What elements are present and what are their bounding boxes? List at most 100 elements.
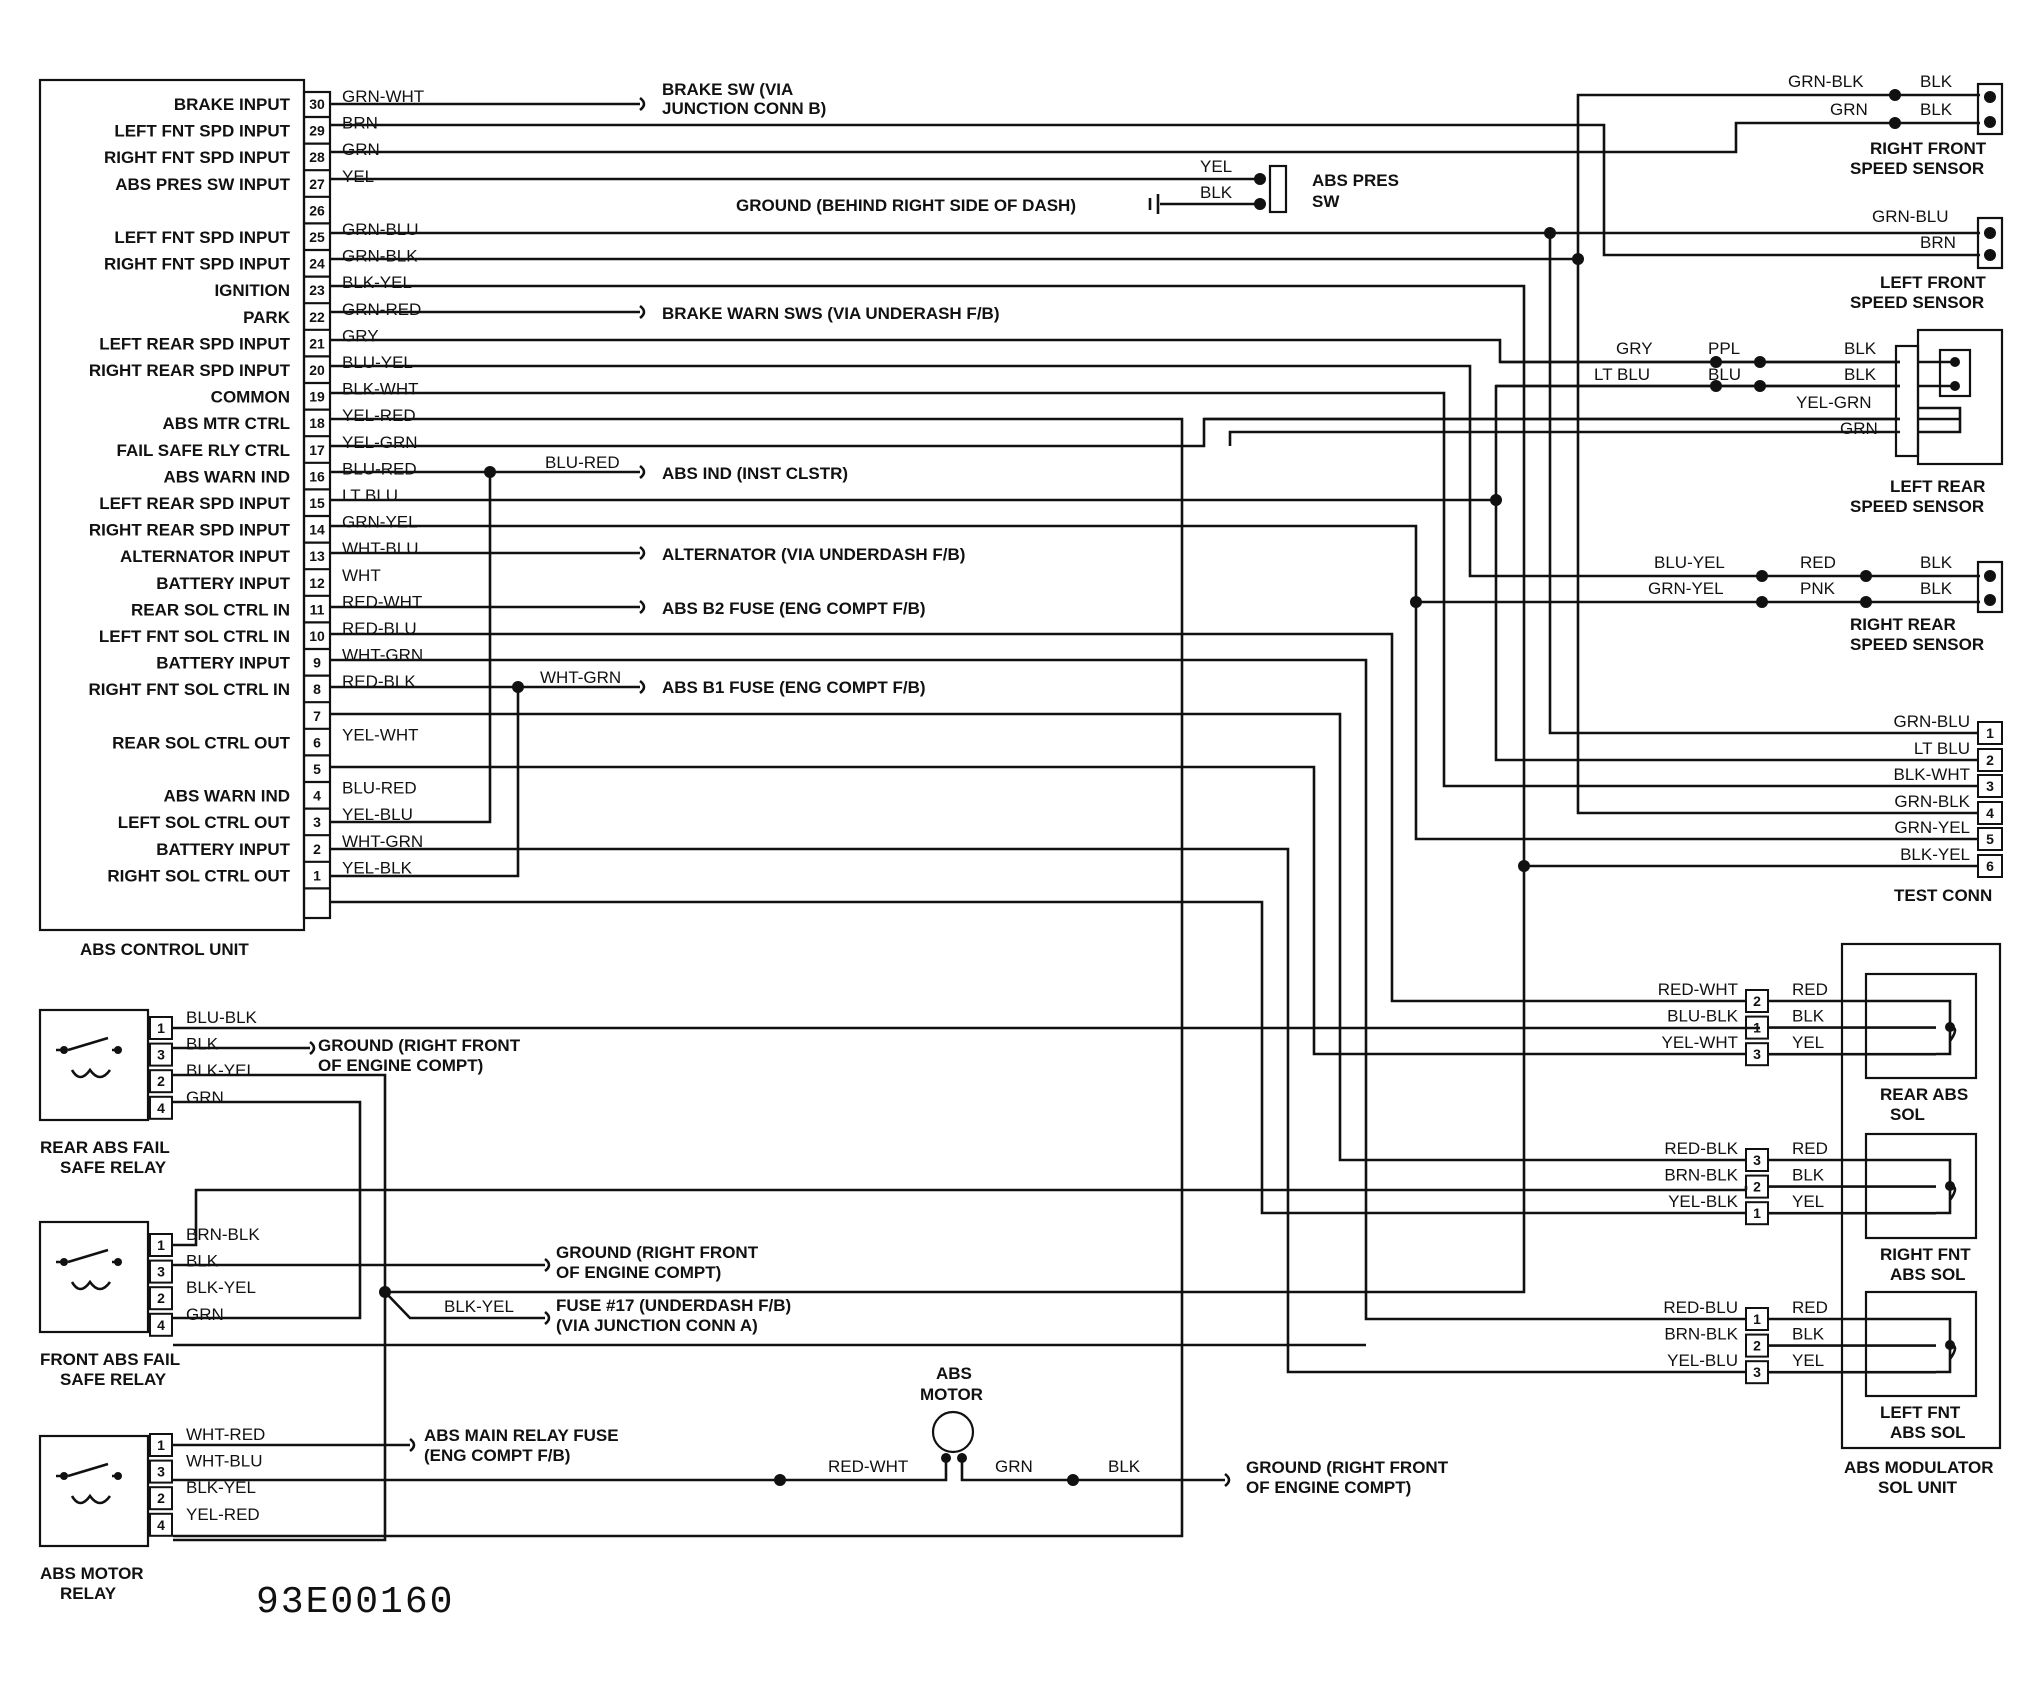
control-unit-pin-label: REAR SOL CTRL OUT	[112, 733, 290, 752]
abs-ind-label: ABS IND (INST CLSTR)	[662, 464, 848, 483]
control-unit-title: ABS CONTROL UNIT	[80, 940, 249, 959]
control-unit-pin-number: 18	[309, 415, 325, 431]
control-unit-wire-label: RED-BLK	[342, 672, 416, 691]
relay-pin: 1	[157, 1237, 165, 1253]
test-conn-wire: GRN-BLK	[1894, 792, 1970, 811]
control-unit-wire-label: YEL-BLU	[342, 805, 413, 824]
rf-label-2: SPEED SENSOR	[1850, 159, 1984, 178]
b2-fuse-label: ABS B2 FUSE (ENG COMPT F/B)	[662, 599, 926, 618]
relay-pin: 2	[157, 1073, 165, 1089]
front-relay-ground-2: OF ENGINE COMPT)	[556, 1263, 721, 1282]
rear-sol-label-1: REAR ABS	[1880, 1085, 1968, 1104]
rr-wire-mid-1: RED	[1800, 553, 1836, 572]
relay-pin: 2	[157, 1490, 165, 1506]
left-sol-label-1: LEFT FNT	[1880, 1403, 1961, 1422]
relay-pin: 1	[157, 1437, 165, 1453]
left-sol-pin: 1	[1753, 1311, 1761, 1327]
right-sol-label-2: ABS SOL	[1890, 1265, 1966, 1284]
b1-fuse-label: ABS B1 FUSE (ENG COMPT F/B)	[662, 678, 926, 697]
control-unit-pin-number: 21	[309, 335, 325, 351]
right-sol-wire-in: BRN-BLK	[1664, 1166, 1738, 1185]
control-unit-pin-number: 2	[313, 841, 321, 857]
rf-wire-in-2: GRN	[1830, 100, 1868, 119]
relay-wire: BLK-YEL	[186, 1061, 256, 1080]
control-unit-pin-label: IGNITION	[214, 281, 290, 300]
abs-ind-wire: BLU-RED	[545, 453, 620, 472]
rear_relay-label-1: REAR ABS FAIL	[40, 1138, 170, 1157]
motor-ground-1: GROUND (RIGHT FRONT	[1246, 1458, 1449, 1477]
lr-wire-out-1: BLK	[1844, 339, 1877, 358]
test-conn-pin: 3	[1986, 778, 1994, 794]
motor-ground-2: OF ENGINE COMPT)	[1246, 1478, 1411, 1497]
test-conn-pin: 4	[1986, 805, 1994, 821]
pres-sw-label-1: ABS PRES	[1312, 171, 1399, 190]
control-unit-pin-label: RIGHT FNT SPD INPUT	[104, 148, 291, 167]
test-conn-pin: 2	[1986, 752, 1994, 768]
main-relay-fuse-2: (ENG COMPT F/B)	[424, 1446, 570, 1465]
control-unit-pin-number: 9	[313, 655, 321, 671]
control-unit-pin-number: 30	[309, 96, 325, 112]
rr-label-2: SPEED SENSOR	[1850, 635, 1984, 654]
control-unit-wire-label: WHT-BLU	[342, 539, 419, 558]
lr-label-2: SPEED SENSOR	[1850, 497, 1984, 516]
left-sol-label-2: ABS SOL	[1890, 1423, 1966, 1442]
modulator-label-1: ABS MODULATOR	[1844, 1458, 1994, 1477]
control-unit-pin-label: LEFT FNT SPD INPUT	[114, 122, 290, 141]
control-unit-wire-label: YEL	[342, 167, 374, 186]
left-sol-wire-out: YEL	[1792, 1351, 1824, 1370]
control-unit-pin-number: 28	[309, 149, 325, 165]
control-unit-pin-label: LEFT SOL CTRL OUT	[118, 813, 291, 832]
brake-sw-label-1: BRAKE SW (VIA	[662, 80, 793, 99]
control-unit-pin-label: ABS WARN IND	[163, 787, 290, 806]
control-unit-pin-number: 19	[309, 389, 325, 405]
modulator-label-2: SOL UNIT	[1878, 1478, 1958, 1497]
left-sol-wire-in: YEL-BLU	[1667, 1351, 1738, 1370]
control-unit-pin-number: 5	[313, 761, 321, 777]
test-conn-wire: GRN-BLU	[1893, 712, 1970, 731]
relay-pin: 1	[157, 1020, 165, 1036]
control-unit-wire-label: GRN-WHT	[342, 87, 424, 106]
control-unit-wire-label: BLK-WHT	[342, 380, 419, 399]
control-unit-pin-number: 29	[309, 123, 325, 139]
rear-sol-wire-out: RED	[1792, 980, 1828, 999]
motor-label-1: ABS	[936, 1364, 972, 1383]
fuse17-label-2: (VIA JUNCTION CONN A)	[556, 1316, 758, 1335]
right-sol-wire-in: RED-BLK	[1664, 1139, 1738, 1158]
control-unit-wire-label: GRN	[342, 140, 380, 159]
control-unit-pin-number: 23	[309, 282, 325, 298]
control-unit-pin-label: REAR SOL CTRL IN	[131, 600, 290, 619]
right-sol-wire-out: YEL	[1792, 1192, 1824, 1211]
rear-relay-ground-1: GROUND (RIGHT FRONT	[318, 1036, 521, 1055]
control-unit-pin-label: COMMON	[211, 388, 290, 407]
relay-wire: BRN-BLK	[186, 1225, 260, 1244]
relay-wiring: GROUND (RIGHT FRONT OF ENGINE COMPT) GRO…	[173, 1026, 1760, 1542]
rear-sol-wire-out: BLK	[1792, 1007, 1825, 1026]
control-unit-wire-label: WHT-GRN	[342, 832, 423, 851]
control-unit-wire-label: GRN-BLU	[342, 220, 419, 239]
relay-wire: BLK	[186, 1035, 219, 1054]
relay-wire: BLU-BLK	[186, 1008, 258, 1027]
control-unit-pin-label: LEFT REAR SPD INPUT	[99, 334, 290, 353]
pres-sw-wire-1: YEL	[1200, 157, 1232, 176]
control-unit-pin-number: 6	[313, 734, 321, 750]
control-unit-pin-number: 4	[313, 788, 321, 804]
relay-pin: 3	[157, 1047, 165, 1063]
ground-dash-label: GROUND (BEHIND RIGHT SIDE OF DASH)	[736, 196, 1076, 215]
control-unit-wire-label: RED-WHT	[342, 592, 422, 611]
relay-wire: WHT-BLU	[186, 1452, 263, 1471]
control-unit-wire-label: GRN-BLK	[342, 247, 418, 266]
control-unit-pin-number: 12	[309, 575, 325, 591]
wire-network: BRAKE SW (VIA JUNCTION CONN B) GROUND (B…	[173, 80, 1980, 1538]
control-unit-pin-number: 10	[309, 628, 325, 644]
left-sol-wire-out: BLK	[1792, 1325, 1825, 1344]
rr-wire-out-2: BLK	[1920, 579, 1953, 598]
rear-sol-wire-in: YEL-WHT	[1662, 1033, 1739, 1052]
rf-wire-in-1: GRN-BLK	[1788, 72, 1864, 91]
control-unit-wire-label: YEL-WHT	[342, 725, 419, 744]
lr-wire-out-4: GRN	[1840, 419, 1878, 438]
control-unit-pin-number: 14	[309, 522, 325, 538]
